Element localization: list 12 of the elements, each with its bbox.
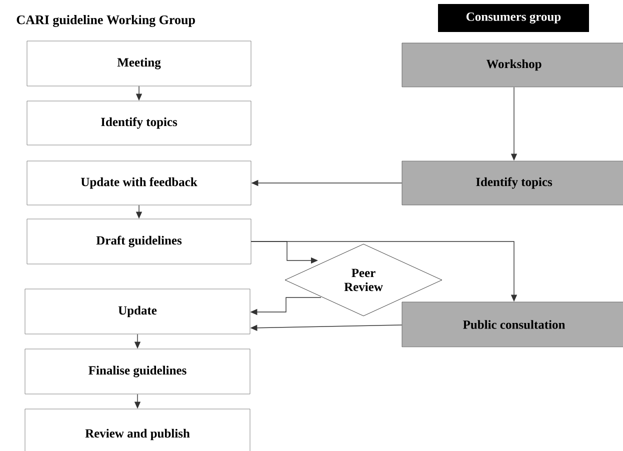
process-box: Meeting — [26, 40, 252, 86]
process-box: Finalise guidelines — [24, 348, 250, 394]
process-box: Update — [24, 288, 250, 334]
process-box: Workshop — [402, 42, 623, 88]
process-box: Update with feedback — [26, 160, 252, 206]
process-box: Identify topics — [402, 160, 623, 206]
process-box: Public consultation — [402, 302, 623, 348]
group-header: Consumers group — [438, 4, 589, 32]
heading: CARI guideline Working Group — [16, 15, 195, 27]
process-box: Identify topics — [26, 100, 252, 146]
process-box: Review and publish — [24, 408, 250, 451]
process-box: Draft guidelines — [26, 218, 252, 264]
